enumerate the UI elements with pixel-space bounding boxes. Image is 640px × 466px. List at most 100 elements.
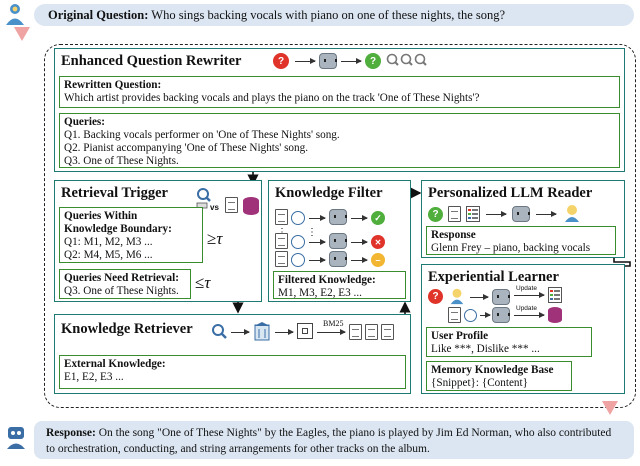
- original-question-text: Who sings backing vocals with piano on o…: [151, 8, 506, 22]
- geq-tau: ≥τ: [207, 229, 222, 249]
- search-icon: [211, 323, 229, 341]
- cross-icon: ✕: [371, 235, 385, 249]
- document-icon: [365, 324, 378, 340]
- document-icon: [448, 307, 461, 323]
- original-question-label: Original Question:: [48, 8, 149, 22]
- neutral-icon: –: [371, 253, 385, 267]
- memory-text: {Snippet}: {Content}: [431, 377, 528, 389]
- knowledge-filter-panel: Knowledge Filter ✓ ⋮ ⋮ ✕ – Filtered Know…: [268, 180, 411, 302]
- clock-icon: [291, 253, 305, 267]
- vdots-icon: ⋮: [277, 227, 287, 238]
- down-arrow-bottom: [602, 401, 618, 415]
- retrieval-trigger-panel: Retrieval Trigger vs Queries Within Know…: [54, 180, 262, 302]
- final-response-label: Response:: [46, 427, 96, 439]
- user-profile-box: User Profile Like ***, Dislike *** ...: [426, 327, 592, 357]
- response-text: Glenn Frey – piano, backing vocals: [431, 242, 591, 254]
- queries-label: Queries:: [64, 116, 106, 128]
- arrow-icon: [351, 256, 368, 264]
- learner-title: Experiential Learner: [428, 269, 559, 285]
- tau-symbol: τ: [216, 229, 223, 248]
- within-line: Q1: M1, M2, M3 ...: [64, 236, 153, 248]
- final-response-text: On the song "One of These Nights" by the…: [46, 427, 612, 455]
- clock-icon: [464, 309, 477, 322]
- clock-icon: [291, 235, 305, 249]
- arrow-icon: [536, 210, 557, 218]
- geq-symbol: ≥: [207, 229, 217, 248]
- document-icon: [448, 206, 461, 222]
- arrow-icon: [317, 328, 346, 336]
- vdots-icon: ⋮: [307, 227, 317, 238]
- leq-symbol: ≤: [195, 273, 205, 292]
- arrow-icon: [231, 328, 250, 336]
- leq-tau: ≤τ: [195, 273, 210, 293]
- robot-icon: [492, 307, 510, 323]
- document-icon: [275, 251, 288, 267]
- response-bar: Response: On the song "One of These Nigh…: [34, 421, 634, 459]
- list-icon: [466, 206, 480, 222]
- queries-box: Queries: Q1. Backing vocals performer on…: [59, 113, 620, 168]
- arrow-icon: [514, 291, 545, 299]
- filtered-label: Filtered Knowledge:: [278, 274, 376, 286]
- arrow-icon: [514, 311, 545, 319]
- robot-icon: [319, 53, 337, 69]
- external-text: E1, E2, E3 ...: [64, 371, 124, 383]
- question-icon: ?: [428, 289, 443, 304]
- building-icon: [253, 321, 271, 341]
- lightbulb-user-icon: [448, 287, 466, 305]
- arrow-icon: [351, 214, 368, 222]
- database-icon: [548, 307, 562, 323]
- arrow-icon: [309, 256, 326, 264]
- arrow-icon: [275, 328, 294, 336]
- tau-symbol: τ: [204, 273, 211, 292]
- arrow-icon: [351, 238, 368, 246]
- vs-label: vs: [210, 203, 219, 212]
- database-icon: [243, 197, 259, 215]
- rewriter-title: Enhanced Question Rewriter: [61, 53, 242, 69]
- clock-icon: [291, 211, 305, 225]
- within-boundary-box: Queries Within Knowledge Boundary: Q1: M…: [59, 207, 203, 263]
- response-label: Response: [431, 229, 476, 241]
- llm-reader-panel: Personalized LLM Reader ? Response Glenn…: [421, 180, 625, 258]
- robot-icon: [329, 233, 347, 249]
- filter-title: Knowledge Filter: [275, 185, 383, 201]
- arrow-icon: [295, 57, 316, 65]
- arrow-icon: [341, 57, 362, 65]
- search-docs-icon: [195, 187, 215, 209]
- robot-icon: [512, 206, 530, 222]
- arrow-icon: [470, 293, 489, 301]
- user-icon: [4, 2, 26, 26]
- document-icon: [225, 197, 238, 213]
- question-icon: ?: [365, 53, 381, 69]
- bm25-label: BM25: [323, 319, 344, 328]
- knowledge-retriever-panel: Knowledge Retriever BM25 External Knowle…: [54, 314, 411, 394]
- query-item: Q1. Backing vocals performer on 'One of …: [64, 129, 340, 141]
- need-retrieval-box: Queries Need Retrieval: Q3. One of These…: [59, 269, 191, 299]
- need-text: Q3. One of These Nights.: [64, 285, 179, 297]
- document-icon: [381, 324, 394, 340]
- arrow-icon: [309, 214, 326, 222]
- reader-title: Personalized LLM Reader: [428, 185, 593, 201]
- document-icon: [275, 209, 288, 225]
- profile-label: User Profile: [431, 330, 489, 342]
- check-icon: ✓: [371, 211, 385, 225]
- robot-icon: [492, 289, 510, 305]
- arrow-icon: [486, 210, 507, 218]
- lightbulb-user-icon: [562, 203, 582, 223]
- question-icon: ?: [428, 207, 443, 222]
- within-line: Q2: M4, M5, M6 ...: [64, 249, 153, 261]
- memory-kb-box: Memory Knowledge Base {Snippet}: {Conten…: [426, 361, 572, 391]
- trigger-title: Retrieval Trigger: [61, 185, 168, 201]
- filtered-knowledge-box: Filtered Knowledge: M1, M3, E2, E3 ...: [273, 271, 406, 299]
- rewritten-text: Which artist provides backing vocals and…: [64, 92, 480, 104]
- retriever-title: Knowledge Retriever: [61, 321, 193, 337]
- document-icon: [349, 324, 362, 340]
- down-arrow-top: [14, 27, 30, 41]
- update-label: Update: [516, 305, 537, 312]
- robot-avatar-icon: [4, 424, 28, 450]
- need-label: Queries Need Retrieval:: [64, 272, 179, 284]
- question-rewriter-panel: Enhanced Question Rewriter ? ? Rewritten…: [54, 48, 625, 172]
- rewritten-question-box: Rewritten Question: Which artist provide…: [59, 76, 620, 108]
- external-label: External Knowledge:: [64, 358, 166, 370]
- chip-icon: [297, 323, 313, 339]
- response-box: Response Glenn Frey – piano, backing voc…: [426, 226, 616, 255]
